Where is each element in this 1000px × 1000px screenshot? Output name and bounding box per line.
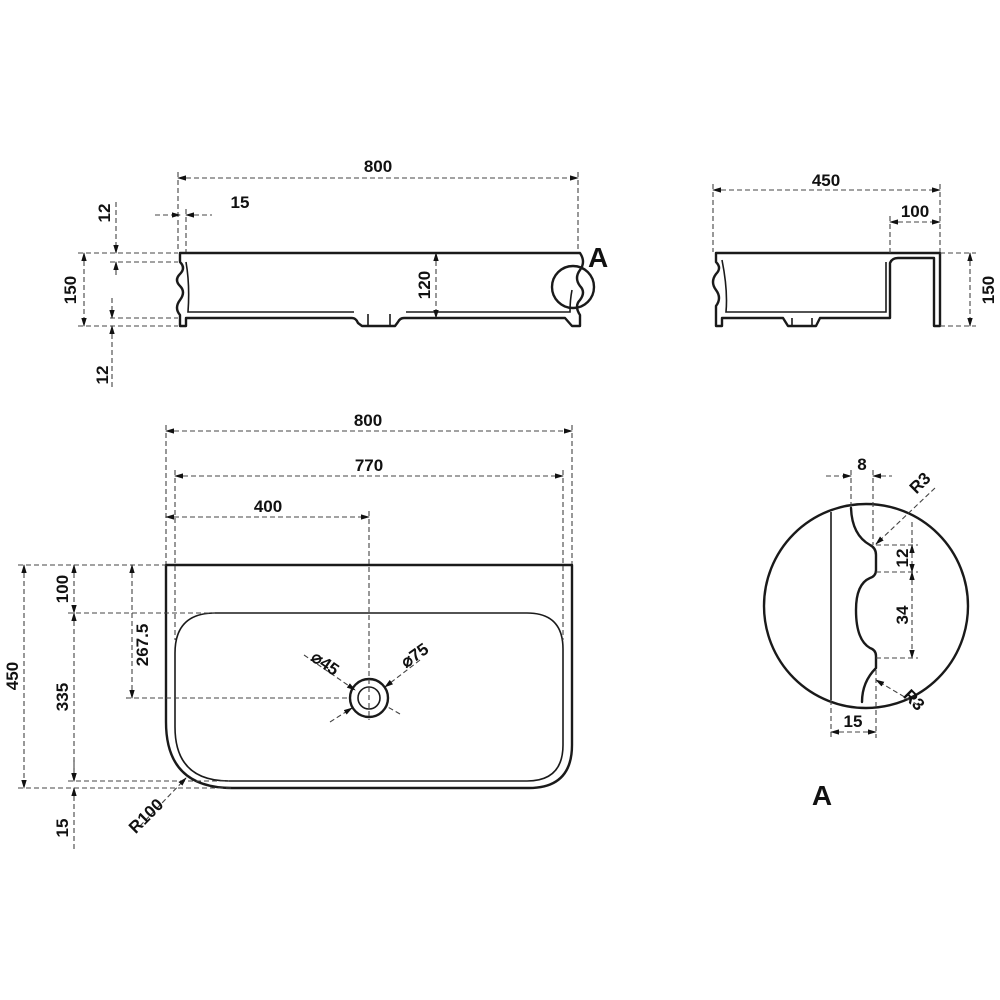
dim-front-800: 800 bbox=[364, 157, 392, 176]
front-drain-slot bbox=[368, 314, 390, 326]
front-basin-outline bbox=[177, 253, 583, 326]
dim-plan-15: 15 bbox=[53, 819, 72, 838]
dim-front-12-bottom: 12 bbox=[93, 366, 112, 385]
dim-side-450: 450 bbox=[812, 171, 840, 190]
side-basin-outline bbox=[713, 253, 940, 326]
dim-plan-100: 100 bbox=[53, 575, 72, 603]
plan-outer-outline bbox=[166, 565, 572, 788]
plan-view: 800 770 400 450 100 267.5 335 15 R1 bbox=[3, 411, 572, 850]
dim-plan-r100: R100 bbox=[125, 795, 167, 837]
front-basin-inner bbox=[186, 262, 572, 312]
detail-a-groove-profile bbox=[851, 508, 876, 702]
front-elevation: A 800 15 12 150 12 120 bbox=[61, 157, 608, 388]
dim-plan-400: 400 bbox=[254, 497, 282, 516]
dim-plan-d75: ⌀75 bbox=[397, 639, 432, 671]
dim-plan-800: 800 bbox=[354, 411, 382, 430]
detail-a-circle bbox=[764, 504, 968, 708]
dim-detail-12: 12 bbox=[893, 549, 912, 568]
dim-detail-34: 34 bbox=[893, 605, 912, 624]
dim-plan-450: 450 bbox=[3, 662, 22, 690]
side-basin-inner bbox=[722, 260, 886, 312]
dim-detail-r3-top: R3 bbox=[906, 469, 935, 498]
detail-a-view: 8 R3 12 34 R3 15 A bbox=[764, 455, 968, 811]
dim-front-15: 15 bbox=[231, 193, 250, 212]
side-elevation: 450 100 150 bbox=[713, 171, 998, 326]
detail-a-title: A bbox=[812, 780, 832, 811]
dim-detail-8: 8 bbox=[857, 455, 866, 474]
dim-side-100: 100 bbox=[901, 202, 929, 221]
dim-plan-267-5: 267.5 bbox=[133, 624, 152, 667]
dim-front-120: 120 bbox=[415, 271, 434, 299]
dim-detail-15: 15 bbox=[844, 712, 863, 731]
dim-plan-d45: ⌀45 bbox=[308, 647, 343, 679]
detail-a-label: A bbox=[588, 242, 608, 273]
dim-side-150: 150 bbox=[979, 276, 998, 304]
dim-front-150: 150 bbox=[61, 276, 80, 304]
dim-plan-770: 770 bbox=[355, 456, 383, 475]
dim-front-12-top: 12 bbox=[95, 204, 114, 223]
dim-plan-335: 335 bbox=[53, 683, 72, 711]
